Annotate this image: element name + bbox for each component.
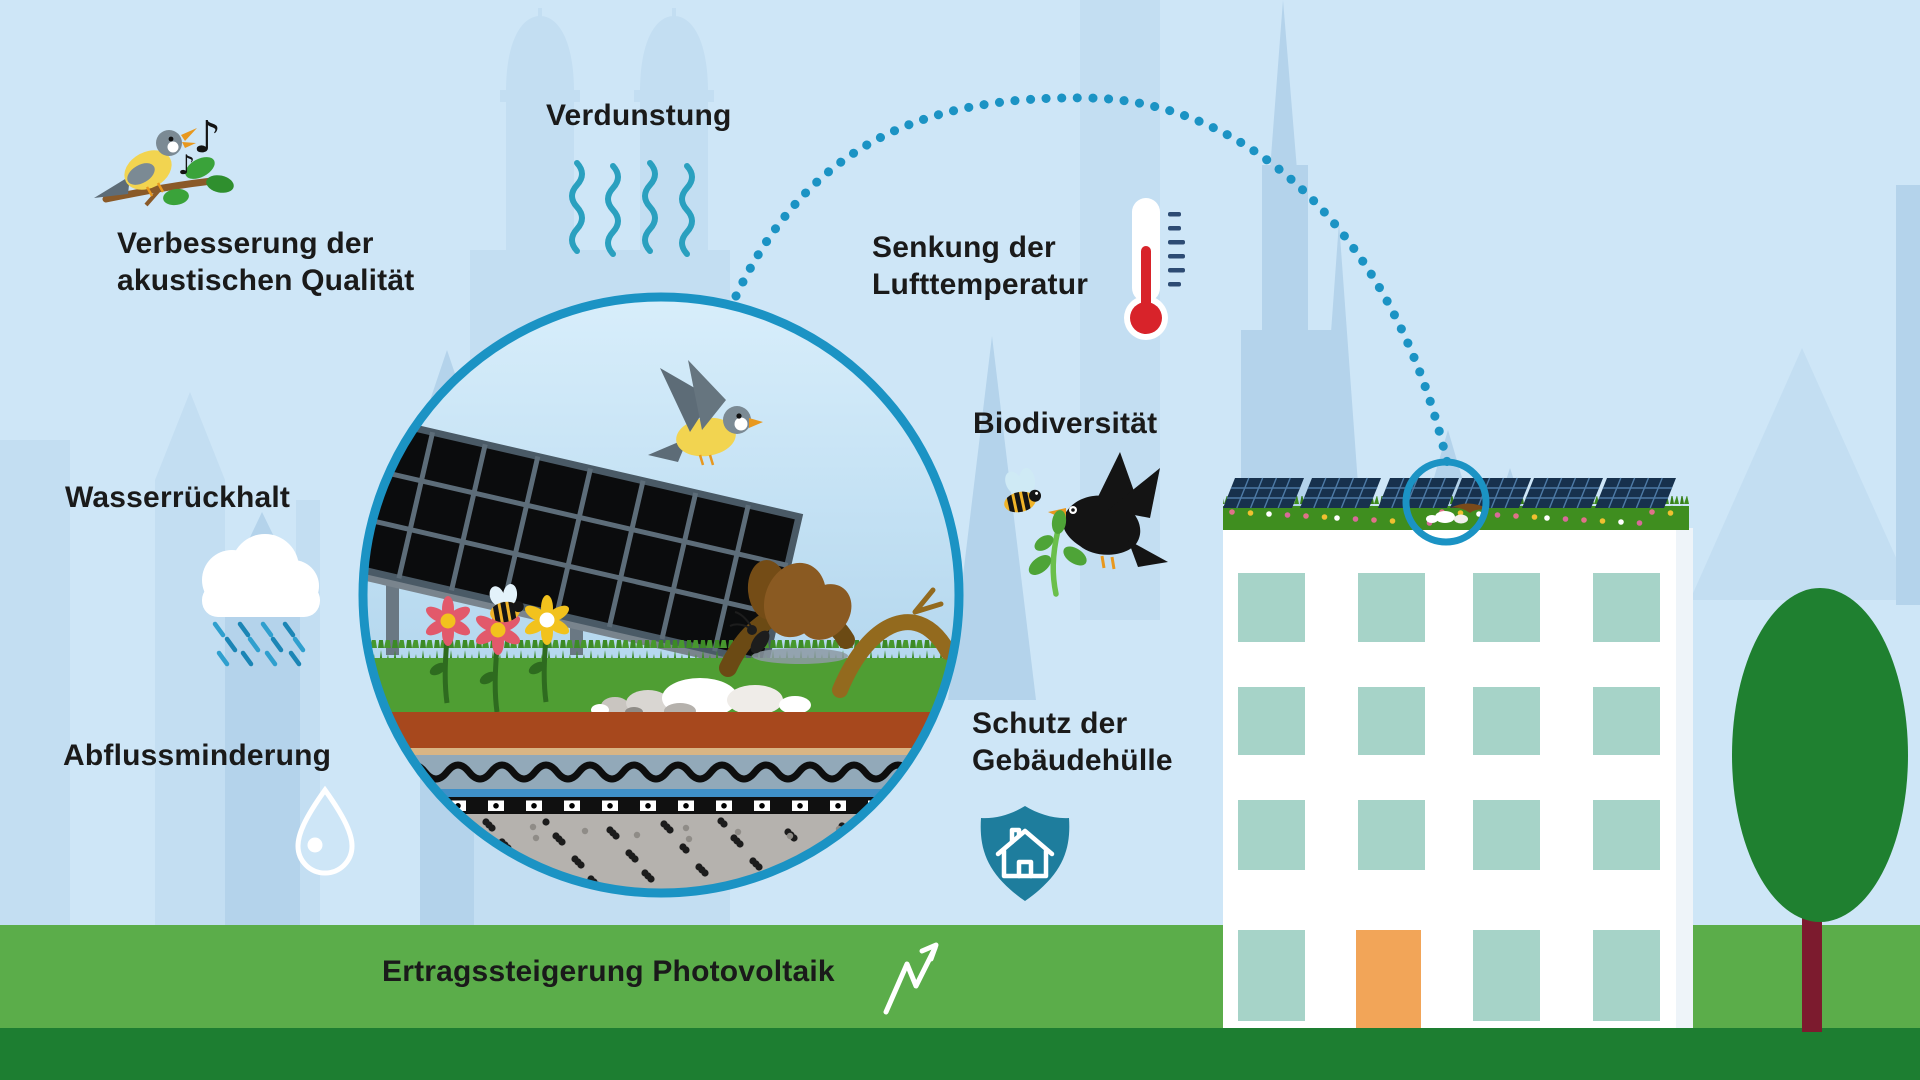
window	[1593, 800, 1660, 870]
flying-bird	[648, 360, 763, 466]
window	[1473, 687, 1540, 755]
singing-bird-icon: ♪ ♪	[94, 112, 234, 207]
growth-arrow-icon	[883, 942, 939, 1015]
solar-panel	[1300, 477, 1381, 509]
rain-drop	[260, 621, 274, 638]
music-note-icon: ♪	[178, 150, 195, 181]
label-biodiversity: Biodiversität	[973, 407, 1158, 440]
window	[1238, 687, 1305, 755]
thermometer-ticks	[1168, 212, 1185, 287]
rain-drop	[292, 636, 306, 653]
music-note-icon: ♪	[193, 112, 221, 163]
butterfly	[729, 560, 852, 664]
roof-solar-panels	[1223, 477, 1676, 509]
building-door	[1356, 930, 1421, 1028]
rain-drop	[264, 650, 278, 667]
thermometer-icon	[1124, 198, 1185, 340]
window	[1473, 800, 1540, 870]
window	[1593, 930, 1660, 1021]
sprout-icon	[1028, 510, 1087, 597]
window	[1358, 687, 1425, 755]
bee-icon	[1004, 468, 1042, 516]
tree-canopy	[1732, 588, 1908, 922]
building-side-shade	[1676, 528, 1693, 1028]
solar-panel	[1595, 477, 1676, 509]
building	[1223, 458, 1693, 1028]
house-outline	[995, 827, 1055, 879]
panel-post	[386, 575, 399, 655]
building-windows	[1238, 573, 1660, 1021]
rain-drop	[270, 636, 284, 653]
flower	[475, 605, 521, 713]
rain-drop	[237, 621, 251, 638]
flower	[524, 595, 570, 703]
rain-drop	[216, 650, 230, 667]
window	[1593, 573, 1660, 642]
water-drop-icon	[295, 785, 355, 876]
window	[1473, 573, 1540, 642]
rain-drop	[282, 621, 296, 638]
evaporation-waves-icon	[569, 160, 695, 257]
rain-cloud-icon	[202, 534, 320, 667]
label-pv-yield: Ertragssteigerung Photovoltaik	[382, 955, 835, 988]
label-evaporation: Verdunstung	[546, 99, 732, 132]
rain-drop	[247, 636, 261, 653]
label-acoustic-quality: Verbesserung der akustischen Qualität	[117, 227, 415, 297]
label-building-envelope: Schutz der Gebäudehülle	[972, 707, 1173, 777]
rain-drops	[212, 621, 306, 667]
ground-strip	[0, 1028, 1920, 1080]
rain-drop	[288, 650, 302, 667]
label-air-temperature: Senkung der Lufttemperatur	[872, 231, 1089, 301]
window	[1238, 800, 1305, 870]
window	[1358, 573, 1425, 642]
solar-panel	[1378, 477, 1459, 509]
tree	[1732, 588, 1908, 1032]
solar-panel	[1450, 477, 1531, 509]
blackbird-icon	[1048, 452, 1168, 570]
shield-house-icon	[980, 806, 1070, 901]
window	[1238, 930, 1305, 1021]
label-runoff-reduction: Abflussminderung	[63, 739, 332, 772]
flowers	[425, 595, 570, 713]
dotted-zoom-arc	[731, 93, 1452, 467]
bee-in-circle	[489, 584, 524, 625]
solar-panel	[1223, 477, 1304, 509]
solar-panel	[1522, 477, 1603, 509]
magnifier-circle-border	[358, 292, 964, 898]
roof-detail-spot	[1426, 503, 1490, 524]
window	[1238, 573, 1305, 642]
window	[1358, 800, 1425, 870]
window	[1593, 687, 1660, 755]
rain-drop	[224, 636, 238, 653]
label-water-retention: Wasserrückhalt	[65, 481, 291, 514]
rain-drop	[240, 650, 254, 667]
flower	[425, 596, 471, 704]
window	[1473, 930, 1540, 1021]
rain-drop	[212, 621, 226, 638]
